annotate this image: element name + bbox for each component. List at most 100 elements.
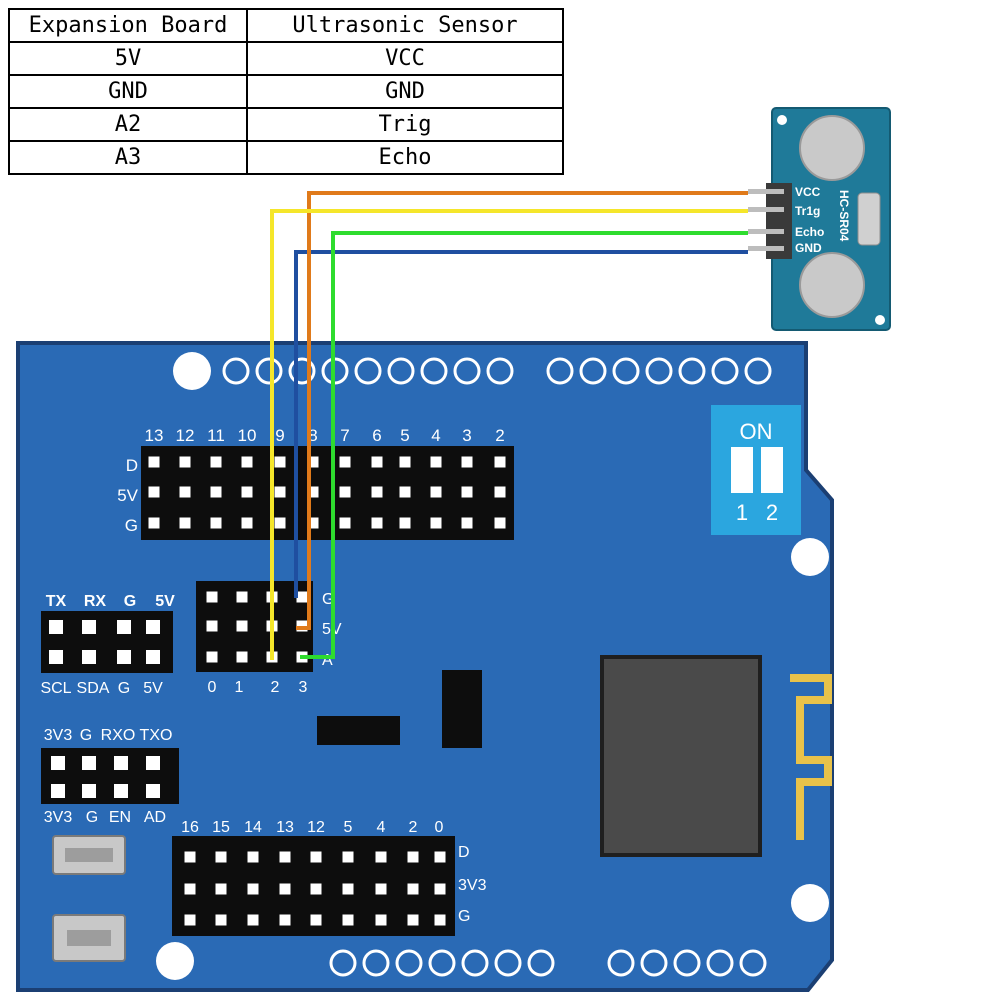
sensor-pin-cell: Echo xyxy=(246,140,564,175)
table-row: 5V VCC xyxy=(8,41,564,76)
mount-hole xyxy=(777,115,787,125)
header-pin xyxy=(430,517,442,529)
mount-hole xyxy=(875,315,885,325)
header-pin xyxy=(399,517,411,529)
pin-mapping-table: Expansion Board Ultrasonic Sensor 5V VCC… xyxy=(8,8,564,175)
esp-module-shield xyxy=(600,655,762,857)
table-header-row: Expansion Board Ultrasonic Sensor xyxy=(8,8,564,43)
header-pin xyxy=(430,456,442,468)
mount-hole xyxy=(791,538,829,576)
esp32-pin-number: 12 xyxy=(307,819,325,836)
header-pin xyxy=(82,650,96,664)
header-pin xyxy=(148,486,160,498)
connector-ring-icon xyxy=(645,357,673,385)
header-pin xyxy=(82,756,96,770)
esp-top-label: G xyxy=(80,727,92,744)
digital-pin-number: 3 xyxy=(462,426,471,445)
dip-switch-lever xyxy=(761,447,783,493)
digital-pin-number: 8 xyxy=(308,426,317,445)
digital-header-body xyxy=(141,446,514,540)
header-pin xyxy=(430,486,442,498)
hc-sr04-sensor: VCC Tr1g Echo GND HC-SR04 xyxy=(748,107,891,331)
esp-header-pins xyxy=(51,756,160,798)
header-pin xyxy=(342,851,354,863)
sensor-pin xyxy=(748,229,784,234)
header-pin xyxy=(82,784,96,798)
connector-ring-icon xyxy=(612,357,640,385)
header-pin xyxy=(307,517,319,529)
header-pin xyxy=(117,650,131,664)
serial-bottom-label: SCL xyxy=(40,680,71,697)
connector-ring-icon xyxy=(354,357,382,385)
esp32-row-label: 3V3 xyxy=(458,877,487,894)
header-pin xyxy=(215,914,227,926)
header-pin xyxy=(371,456,383,468)
connector-ring-icon xyxy=(706,949,734,977)
digital-header-pins xyxy=(148,456,506,529)
header-pin xyxy=(215,883,227,895)
connector-ring-icon xyxy=(255,357,283,385)
header-pin xyxy=(375,883,387,895)
transducer-icon xyxy=(799,252,865,318)
boot-button-cap xyxy=(67,930,111,946)
header-pin xyxy=(210,486,222,498)
esp32-header-pins xyxy=(184,851,446,926)
mount-hole xyxy=(173,352,211,390)
header-pin xyxy=(184,883,196,895)
header-pin xyxy=(274,486,286,498)
digital-row-label: G xyxy=(125,516,138,535)
header-expansion-board: Expansion Board xyxy=(8,8,248,43)
digital-row-label: D xyxy=(126,456,138,475)
header-pin xyxy=(179,456,191,468)
header-pin xyxy=(339,486,351,498)
connector-ring-icon xyxy=(486,357,514,385)
digital-pin-number: 12 xyxy=(176,426,195,445)
board-pin-cell: 5V xyxy=(8,41,248,76)
esp-top-label: TXO xyxy=(140,727,173,744)
header-pin xyxy=(339,517,351,529)
header-pin xyxy=(146,756,160,770)
sensor-pin-label: VCC xyxy=(795,185,821,199)
serial-header-pins xyxy=(49,620,160,664)
header-pin xyxy=(310,883,322,895)
header-pin xyxy=(494,456,506,468)
connector-ring-icon xyxy=(673,949,701,977)
header-pin xyxy=(461,456,473,468)
header-pin xyxy=(461,486,473,498)
esp32-pin-number: 14 xyxy=(244,819,262,836)
dip-switch-number: 2 xyxy=(766,500,778,525)
connector-ring-icon xyxy=(395,949,423,977)
header-pin xyxy=(399,486,411,498)
header-ultrasonic-sensor: Ultrasonic Sensor xyxy=(246,8,564,43)
sensor-pin-label: GND xyxy=(795,241,822,255)
header-pin xyxy=(371,517,383,529)
digital-pin-number: 9 xyxy=(275,426,284,445)
analog-pin-number: 2 xyxy=(271,679,280,696)
connector-ring-icon xyxy=(428,949,456,977)
esp-top-label: 3V3 xyxy=(44,727,73,744)
esp-bottom-label: G xyxy=(86,809,98,826)
header-pin xyxy=(146,620,160,634)
header-pin xyxy=(279,883,291,895)
esp32-pin-number: 16 xyxy=(181,819,199,836)
esp32-pin-number: 5 xyxy=(344,819,353,836)
connector-ring-icon xyxy=(288,357,316,385)
analog-pin-number: 3 xyxy=(299,679,308,696)
header-pin xyxy=(399,456,411,468)
esp32-pin-number: 2 xyxy=(409,819,418,836)
header-pin xyxy=(247,851,259,863)
esp32-header: 16 15 14 13 12 5 4 2 0 D 3V3 G xyxy=(172,819,487,936)
header-pin xyxy=(184,851,196,863)
digital-pin-number: 7 xyxy=(340,426,349,445)
header-pin xyxy=(236,591,248,603)
expansion-board: ON 1 2 13 12 11 10 9 8 7 6 5 4 3 xyxy=(16,341,834,992)
header-pin xyxy=(49,650,63,664)
dip-switch: ON 1 2 xyxy=(711,405,801,535)
digital-pin-number: 11 xyxy=(207,426,225,445)
wire-gnd xyxy=(294,250,748,598)
board-pin-cell: A2 xyxy=(8,107,248,142)
connector-ring-icon xyxy=(461,949,489,977)
dip-switch-on-label: ON xyxy=(740,419,773,444)
